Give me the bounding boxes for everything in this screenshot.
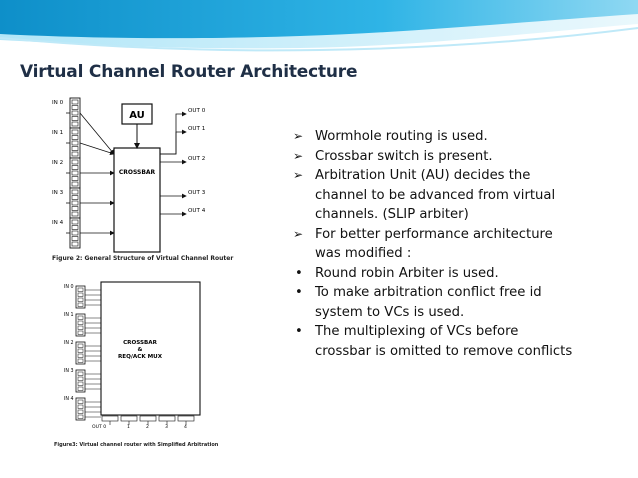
figure-general-router: IN 0 IN 1 IN 2 IN 3 IN 4 AU CROSSBAR OUT 0 OU… [52, 97, 233, 262]
bullet-text-line: was modified : [315, 246, 412, 261]
bullet-text-line: system to VCs is used. [315, 304, 465, 320]
vc-buffer-stack [75, 285, 101, 309]
figure1-output-label: OUT 2 [188, 156, 205, 162]
bullet-text-line: channels. (SLIP arbiter) [315, 207, 469, 222]
bottom-out-label: OUT 0 [92, 424, 106, 430]
bullet-text-line: Crossbar switch is present. [315, 148, 493, 164]
figure1-output-label: OUT 1 [188, 126, 206, 132]
vc-buffer-stack [66, 97, 115, 155]
arrow-bullet-icon: ➢ [293, 148, 304, 163]
bullet-item: ➢ Crossbar switch is present. [293, 147, 623, 167]
bullet-text-line: Arbitration Unit (AU) decides the [315, 168, 531, 183]
router-diagrams: IN 0 IN 1 IN 2 IN 3 IN 4 AU CROSSBAR OUT 0 OU… [52, 97, 233, 448]
vc-buffer-stack [66, 157, 115, 189]
figure2-input-label: IN 3 [64, 368, 74, 374]
slide-title: Virtual Channel Router Architecture [20, 62, 358, 82]
figure2-input-label: IN 1 [64, 312, 74, 318]
figure1-output-label: OUT 0 [188, 108, 206, 114]
output-wire [160, 129, 187, 155]
bottom-out-number: 1 [127, 424, 130, 430]
bullet-text-line: To make arbitration conflict free id [315, 285, 542, 300]
bullet-dot-icon: • [295, 285, 303, 300]
bottom-out-number: 3 [165, 424, 168, 430]
bottom-out-number: 4 [184, 424, 187, 430]
arrow-bullet-icon: ➢ [293, 168, 304, 182]
vc-buffer-stack [75, 369, 101, 393]
bullet-item: • To make arbitration conflict free id sys… [293, 283, 623, 322]
crossbar-label: CROSSBAR [119, 169, 156, 176]
vc-buffer-stack [66, 187, 115, 219]
bullet-text-line: channel to be advanced from virtual [315, 187, 556, 203]
vc-buffer-stack [75, 313, 101, 337]
output-arbiter [177, 415, 195, 422]
bullet-text-line: The multiplexing of VCs before [315, 324, 519, 339]
bullet-item: ➢ Arbitration Unit (AU) decides the channe… [293, 166, 623, 225]
output-wire [160, 111, 187, 155]
bullet-text-line: For better performance architecture [315, 226, 553, 242]
figure1-output-label: OUT 4 [188, 208, 206, 214]
bullet-dot-icon: • [295, 265, 303, 281]
output-arbiter [120, 415, 138, 422]
block-line-2: & [138, 347, 143, 353]
arrow-bullet-icon: ➢ [293, 226, 304, 241]
figure2-input-label: IN 0 [64, 284, 74, 290]
block-line-1: CROSSBAR [123, 340, 158, 346]
output-arbiter [158, 415, 176, 422]
figure1-input-label: IN 3 [52, 190, 64, 196]
bullet-item: ➢ For better performance architecture was … [293, 225, 623, 264]
figure2-input-label: IN 2 [64, 340, 74, 346]
bullet-text-line: crossbar is omitted to remove conflicts [315, 343, 573, 359]
vc-buffer-stack [66, 217, 115, 249]
figure1-input-label: IN 4 [52, 220, 64, 226]
figure2-caption: Figure3: Virtual channel router with Sim… [54, 442, 219, 448]
bullet-list: ➢ Wormhole routing is used. ➢ Crossbar swit… [293, 127, 623, 361]
vc-buffer-stack [75, 341, 101, 365]
arrow-bullet-icon: ➢ [293, 129, 304, 143]
vc-buffer-stack [75, 397, 101, 421]
vc-buffer-stack [66, 127, 115, 159]
figure1-input-label: IN 2 [52, 160, 63, 166]
output-arbiter [101, 415, 119, 422]
bullet-dot-icon: • [295, 324, 303, 339]
figure1-output-label: OUT 3 [188, 190, 206, 196]
bullet-item: ➢ Wormhole routing is used. [293, 127, 623, 147]
figure1-input-label: IN 1 [52, 130, 64, 136]
output-arbiter [139, 415, 157, 422]
bullet-item: • Round robin Arbiter is used. [293, 264, 623, 284]
figure2-input-label: IN 4 [64, 396, 74, 402]
figure1-caption: Figure 2: General Structure of Virtual C… [52, 255, 233, 262]
bullet-text-line: Round robin Arbiter is used. [315, 265, 499, 281]
bullet-item: • The multiplexing of VCs before crossbar … [293, 322, 623, 361]
block-line-3: REQ/ACK MUX [118, 354, 163, 360]
au-label: AU [129, 110, 145, 121]
header-wave-band [0, 0, 638, 52]
figure-simplified-router: IN 0 IN 1 IN 2 IN 3 IN 4 CROSSBAR & REQ/ACK … [54, 281, 219, 448]
crossbar-mux-block [100, 281, 201, 416]
crossbar-block [113, 147, 161, 253]
bullet-text-line: Wormhole routing is used. [315, 129, 488, 144]
figure1-input-label: IN 0 [52, 100, 64, 106]
bottom-out-number: 2 [146, 424, 149, 430]
